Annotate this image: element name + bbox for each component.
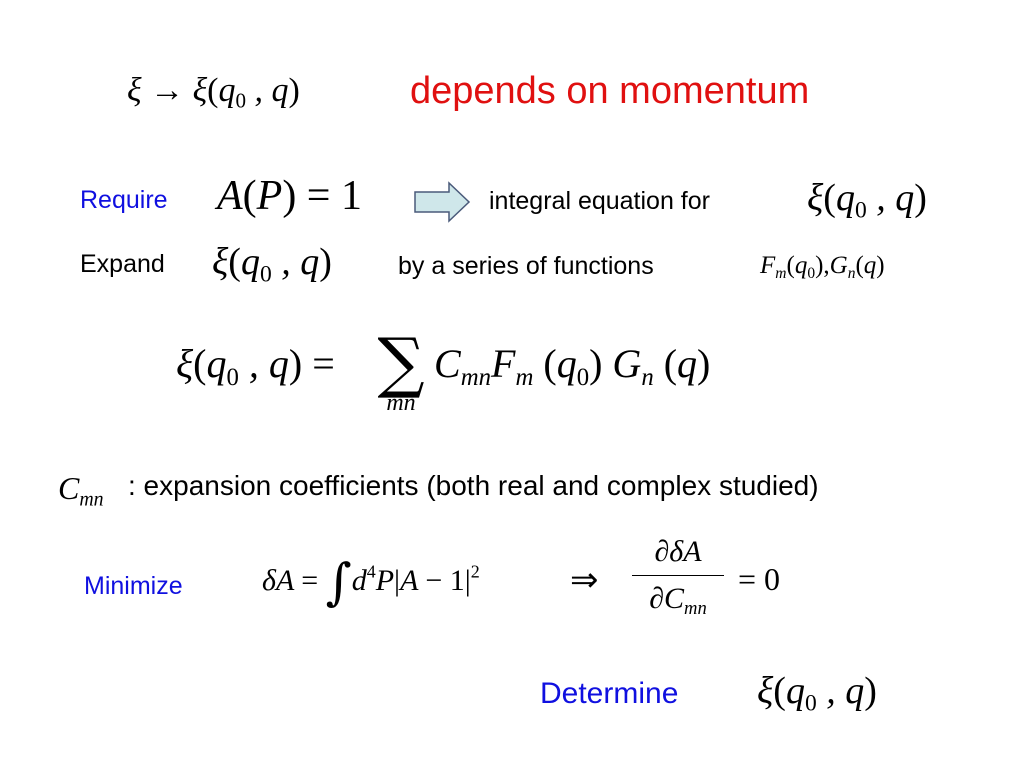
- normalization-equation: A(P) = 1: [217, 173, 362, 219]
- minimize-label: Minimize: [84, 572, 183, 600]
- delta-a-integral-equation: δA = ∫d4P|A − 1|2: [262, 553, 480, 611]
- cmn-symbol: Cmn: [58, 470, 104, 511]
- implies-arrow: ⇒: [570, 562, 599, 599]
- expansion-coefficients-text: : expansion coefficients (both real and …: [128, 470, 819, 501]
- require-label: Require: [80, 186, 168, 214]
- series-functions-text: by a series of functions: [398, 252, 654, 280]
- derivative-fraction: ∂δA ∂Cmn: [630, 535, 726, 620]
- expand-label: Expand: [80, 250, 165, 278]
- xi-function-symbol-determine: ξ(q0 , q): [757, 670, 877, 717]
- right-arrow-icon: [414, 181, 471, 223]
- xi-function-symbol-expand: ξ(q0 , q): [212, 241, 332, 288]
- basis-functions-formula: Fm(q0),Gn(q): [760, 252, 885, 282]
- equals-zero: = 0: [738, 561, 781, 597]
- xi-mapping-equation: ξ → ξ(q0 , q): [127, 72, 300, 113]
- determine-label: Determine: [540, 677, 679, 710]
- summation-sign: ∑mn: [377, 324, 425, 417]
- xi-function-symbol: ξ(q0 , q): [807, 177, 927, 224]
- integral-equation-text: integral equation for: [489, 187, 710, 215]
- depends-on-momentum-text: depends on momentum: [410, 70, 810, 112]
